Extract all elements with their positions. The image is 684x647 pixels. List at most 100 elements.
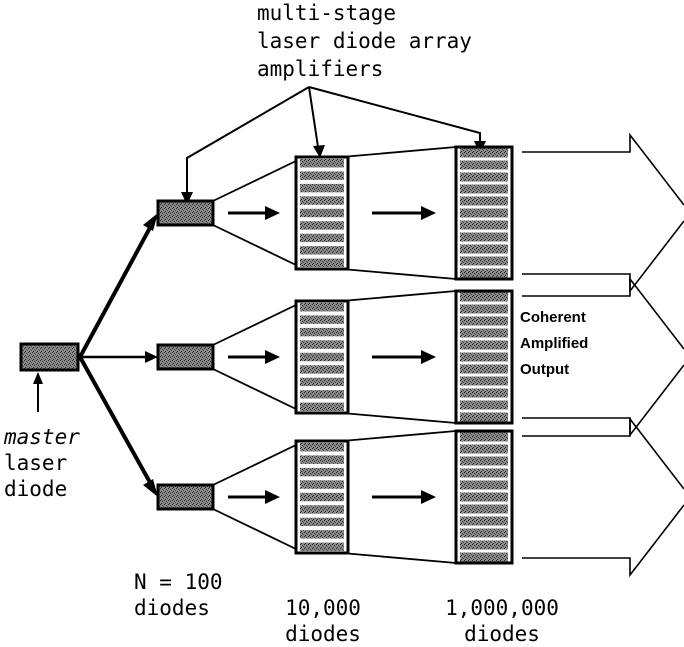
diode-row [460,444,508,454]
stage1-label-line1: N = 100 [134,570,223,594]
diode-row [300,517,344,527]
diode-row [300,258,344,267]
diode-row [460,376,508,386]
diode-row [460,388,508,398]
pointer-arrowhead-stage1 [181,192,193,205]
branch-bottom [156,416,684,578]
stage-arrow-2 [372,206,436,220]
diode-row [300,443,344,452]
diode-row [460,244,508,254]
diode-row [300,233,344,243]
diode-row [460,412,508,422]
diode-row [460,456,508,466]
diode-row [460,504,508,514]
master-label-line3: diode [4,477,68,501]
diode-row [460,340,508,350]
diode-row [460,400,508,410]
master-label-line1: master [4,425,80,449]
diode-row [300,246,344,255]
stage-arrow-1 [228,206,280,220]
diode-row [300,352,344,362]
master-laser-diode [19,342,80,372]
diode-row [460,316,508,326]
diode-row [300,221,344,230]
diode-row [300,315,344,324]
amplifiers-label-line2: laser diode array [257,29,472,53]
first-stage-amplifier [156,199,215,227]
diode-row [300,159,344,168]
diode-row [460,184,508,194]
diode-row [460,492,508,502]
diode-row [460,304,508,314]
amplifier-label-pointers [186,86,481,194]
stage2-label-line1: 10,000 [285,596,361,620]
stage2-label-line2: diodes [285,622,361,646]
diode-row [300,390,344,399]
amplifier-branches [156,132,684,578]
first-stage-amplifier [156,483,215,511]
diode-row [300,196,344,205]
output-arrow-upper [522,276,684,350]
output-label-line1: Coherent [520,309,586,326]
diode-row [460,268,508,278]
diode-row [460,552,508,562]
diode-row [300,183,344,193]
pointer-arrowhead-stage2 [313,145,325,158]
diode-row [300,327,344,337]
diode-row [300,402,344,411]
diode-row [460,540,508,550]
diode-row [300,377,344,387]
stage-arrow-2 [372,490,436,504]
diode-row [460,220,508,230]
diode-row [300,505,344,514]
diode-row [300,455,344,464]
output-label-line2: Amplified [520,335,589,352]
diode-row [460,292,508,302]
third-stage-array [454,145,514,281]
diode-row [460,352,508,362]
stage3-label-line1: 1,000,000 [445,596,559,620]
diode-row [460,364,508,374]
diode-row [460,148,508,158]
diode-row [460,432,508,442]
diode-row [460,516,508,526]
amplifiers-label-line3: amplifiers [257,57,384,81]
diode-row [300,340,344,349]
diode-row [460,256,508,266]
output-arrow-lower [522,504,684,578]
diode-row [460,468,508,478]
third-stage-array [454,289,514,425]
diode-row [300,530,344,539]
second-stage-array [294,299,350,415]
diode-row [300,480,344,489]
diode-row [300,171,344,180]
diode-row [300,467,344,477]
branch-top [156,132,684,294]
diode-row [300,492,344,502]
output-arrow-upper [522,132,684,206]
output-arrow-upper [522,416,684,490]
stage-arrow-1 [228,490,280,504]
master-pointer-arrow [33,372,43,412]
diode-row [460,208,508,218]
stage1-label-line2: diodes [134,596,210,620]
stage3-label-line2: diodes [464,622,540,646]
diode-row [460,480,508,490]
diode-row [300,303,344,312]
diode-row [460,232,508,242]
split-line-top [78,213,158,358]
diode-row [300,208,344,218]
output-arrow-lower [522,220,684,294]
diode-row [460,172,508,182]
third-stage-array [454,429,514,565]
second-stage-array [294,155,350,271]
diode-row [300,365,344,374]
output-label-line3: Output [520,361,570,378]
stage-arrow-2 [372,350,436,364]
diode-row [300,542,344,551]
amplifiers-label-line1: multi-stage [257,1,397,25]
diode-row [460,528,508,538]
split-line-bottom [78,356,158,497]
diode-row [460,196,508,206]
diode-row [460,160,508,170]
